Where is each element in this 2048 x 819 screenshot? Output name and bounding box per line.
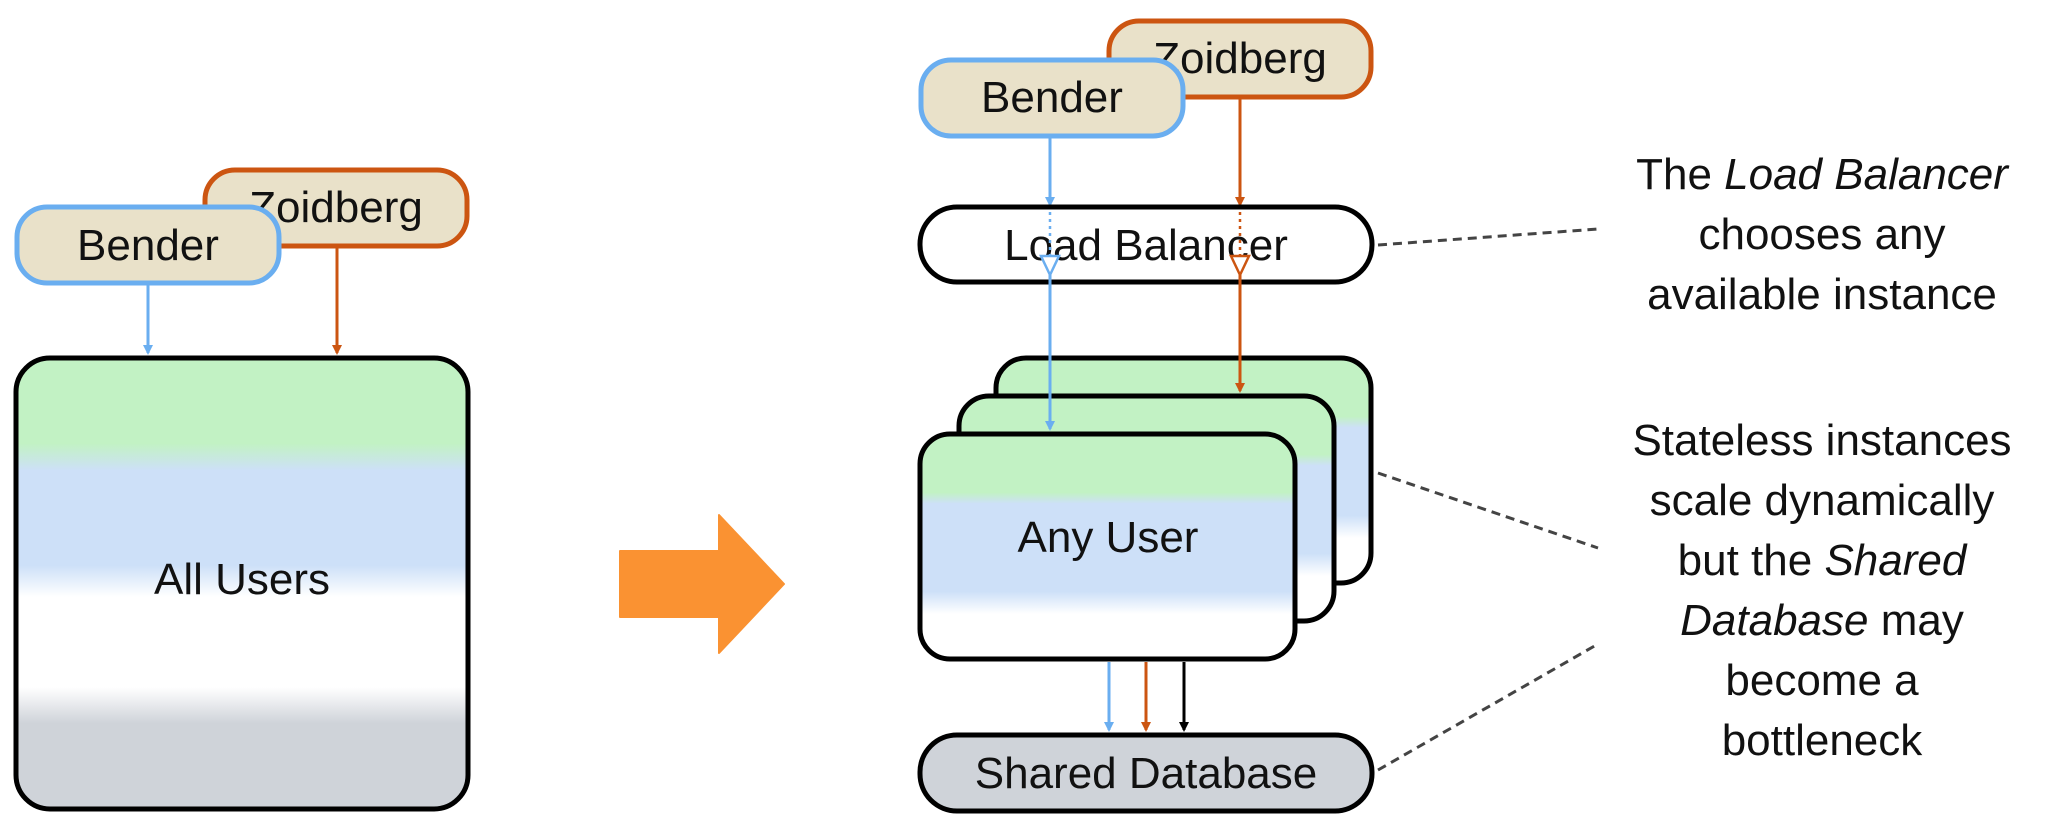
instance-note-connector: [1377, 471, 1599, 550]
shared-database-label: Shared Database: [975, 749, 1317, 798]
db-note-connector: [1377, 642, 1599, 772]
lb-note-line2: chooses any: [1698, 210, 1945, 259]
right-user-bender-label: Bender: [981, 73, 1123, 122]
left-user-bender: Bender: [14, 204, 282, 286]
db-note-line4: Database may: [1680, 596, 1964, 645]
left-monolith-box: All Users: [13, 355, 471, 812]
right-user-zoidberg-label: Zoidberg: [1153, 34, 1327, 83]
right-user-bender: Bender: [918, 57, 1186, 139]
instance-front: [917, 431, 1298, 662]
left-monolith-label: All Users: [154, 555, 330, 604]
db-note-line1: Stateless instances: [1632, 416, 2011, 465]
load-balancer-box: Load Balancer: [917, 204, 1375, 285]
instance-label: Any User: [1018, 513, 1199, 562]
left-panel: Zoidberg Bender All Users: [13, 167, 471, 812]
right-arrow-icon: [619, 514, 785, 654]
lb-zoidberg-open-arrowhead: [1229, 254, 1251, 278]
annotations: The Load Balancer chooses any available …: [1377, 150, 2012, 772]
db-note-line3: but the Shared: [1678, 536, 1968, 585]
right-user-zoidberg: Zoidberg: [1106, 18, 1374, 100]
db-note-line2: scale dynamically: [1650, 476, 1995, 525]
lb-bender-open-arrowhead: [1039, 254, 1061, 278]
lb-note-line1: The Load Balancer: [1636, 150, 2010, 199]
db-note-line6: bottleneck: [1722, 716, 1924, 765]
lb-note-line3: available instance: [1647, 270, 1997, 319]
db-note-line5: become a: [1725, 656, 1919, 705]
shared-database-box: Shared Database: [917, 732, 1375, 814]
left-user-bender-label: Bender: [77, 221, 219, 270]
instance-stack: Any User: [917, 355, 1374, 662]
lb-note-connector: [1377, 227, 1599, 247]
right-panel: Zoidberg Bender Load Balancer Any User: [917, 18, 1375, 814]
